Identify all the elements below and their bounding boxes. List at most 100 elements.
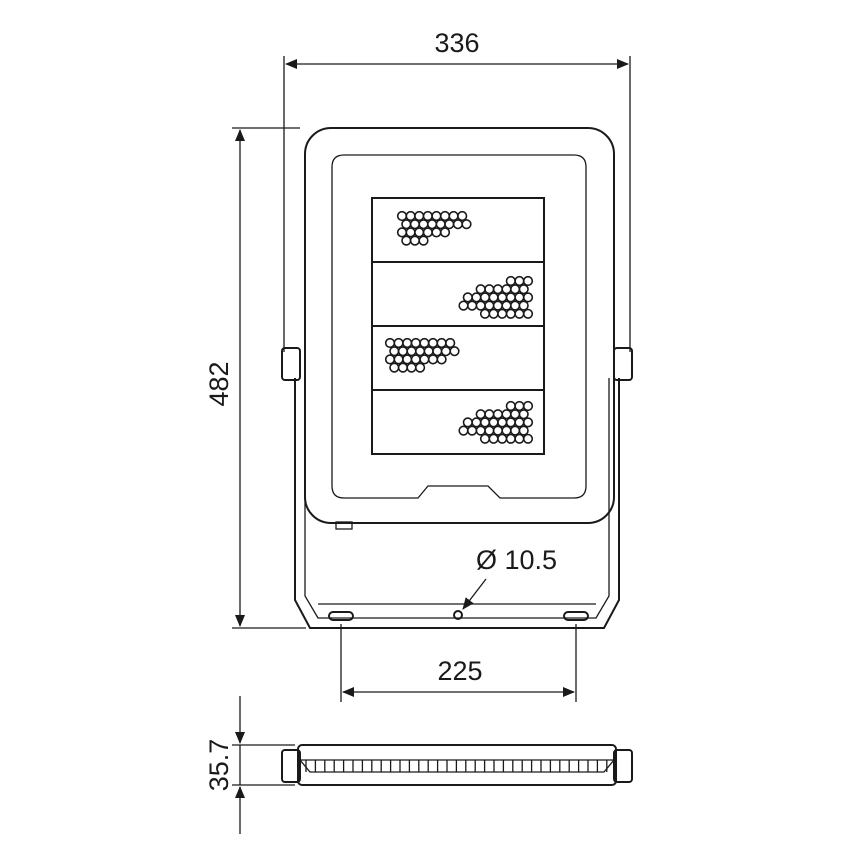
- led-dot: [479, 292, 491, 303]
- mount-spacing-label: 225: [437, 656, 482, 686]
- led-dot: [405, 210, 416, 222]
- led-dot: [497, 308, 508, 319]
- led-dot: [505, 433, 516, 444]
- led-dot: [488, 433, 499, 444]
- led-dot: [439, 210, 451, 222]
- led-dot: [439, 227, 451, 238]
- led-dot: [396, 210, 408, 222]
- led-dot: [422, 210, 433, 222]
- led-dot: [462, 417, 473, 428]
- led-dot: [518, 284, 529, 295]
- led-dot: [479, 433, 491, 444]
- led-dot: [440, 346, 452, 357]
- led-dot: [505, 275, 516, 287]
- led-dot: [518, 425, 529, 436]
- led-dot: [484, 409, 495, 420]
- led-array: [384, 210, 534, 444]
- led-dot: [393, 354, 404, 365]
- led-dot: [414, 210, 425, 222]
- width-label: 336: [434, 28, 479, 58]
- mount-spacing-dimension: 225: [340, 624, 577, 702]
- led-dot: [409, 219, 421, 230]
- led-dot: [448, 210, 459, 222]
- led-dot: [402, 337, 413, 349]
- led-dot: [422, 227, 433, 238]
- led-dot: [384, 354, 396, 365]
- led-dot: [497, 292, 508, 303]
- housing-outer: [304, 127, 615, 524]
- center-mount-hole: [453, 610, 463, 620]
- led-dot: [423, 346, 434, 357]
- floodlight-front-view: [281, 127, 633, 629]
- led-dot: [393, 337, 404, 349]
- led-dot: [505, 292, 516, 303]
- led-dot: [445, 337, 456, 349]
- led-dot: [418, 235, 429, 246]
- led-dot: [509, 284, 521, 295]
- led-dot: [514, 417, 525, 428]
- led-dot: [514, 400, 525, 412]
- led-dot: [467, 300, 478, 311]
- led-dot: [475, 425, 486, 436]
- led-dot: [431, 210, 442, 222]
- led-dot: [488, 417, 499, 428]
- led-dot: [484, 284, 495, 295]
- led-dot: [406, 362, 417, 373]
- led-dot: [509, 425, 521, 436]
- led-dot: [427, 337, 439, 349]
- led-dot: [522, 400, 534, 412]
- led-dot: [514, 275, 525, 287]
- housing-bottom-tab: [335, 521, 353, 530]
- led-dot: [522, 275, 534, 287]
- led-dot: [458, 300, 469, 311]
- led-dot: [505, 417, 516, 428]
- led-dot: [505, 308, 516, 319]
- led-dot: [458, 425, 469, 436]
- led-dot: [522, 433, 534, 444]
- led-dot: [427, 354, 439, 365]
- housing-inner-frame: [331, 154, 587, 499]
- led-dot: [436, 354, 447, 365]
- led-dot: [431, 227, 442, 238]
- led-dot: [479, 308, 491, 319]
- led-dot: [410, 337, 421, 349]
- led-dot: [406, 346, 417, 357]
- led-dot: [436, 337, 447, 349]
- depth-dimension: 35.7: [204, 696, 295, 834]
- led-dot: [471, 417, 482, 428]
- height-label: 482: [204, 361, 234, 406]
- led-panel: [371, 197, 545, 455]
- led-dot: [405, 227, 416, 238]
- led-dot: [432, 346, 443, 357]
- width-dimension: 336: [283, 28, 631, 352]
- led-dot: [461, 219, 472, 230]
- led-dot: [492, 409, 504, 420]
- led-dot: [497, 433, 508, 444]
- led-dot: [475, 300, 486, 311]
- led-dot: [518, 300, 529, 311]
- led-dot: [397, 362, 409, 373]
- led-dot: [410, 354, 421, 365]
- led-dot: [449, 346, 460, 357]
- height-dimension: 482: [204, 127, 306, 629]
- led-dot: [514, 292, 525, 303]
- led-dot: [492, 284, 504, 295]
- led-dot: [419, 337, 430, 349]
- led-dot: [501, 300, 512, 311]
- led-dot: [427, 219, 438, 230]
- led-dot: [471, 292, 482, 303]
- depth-label: 35.7: [204, 739, 234, 792]
- hole-diameter-callout: Ø 10.5: [462, 545, 557, 610]
- led-dot: [389, 346, 400, 357]
- led-dot: [401, 219, 412, 230]
- cooling-fins: [305, 760, 608, 772]
- led-dot: [384, 337, 396, 349]
- led-dot: [488, 292, 499, 303]
- led-dot: [397, 346, 409, 357]
- led-dot: [401, 235, 412, 246]
- bracket-left-tab: [281, 347, 301, 381]
- led-dot: [501, 409, 512, 420]
- led-dot: [389, 362, 400, 373]
- led-dot: [418, 219, 429, 230]
